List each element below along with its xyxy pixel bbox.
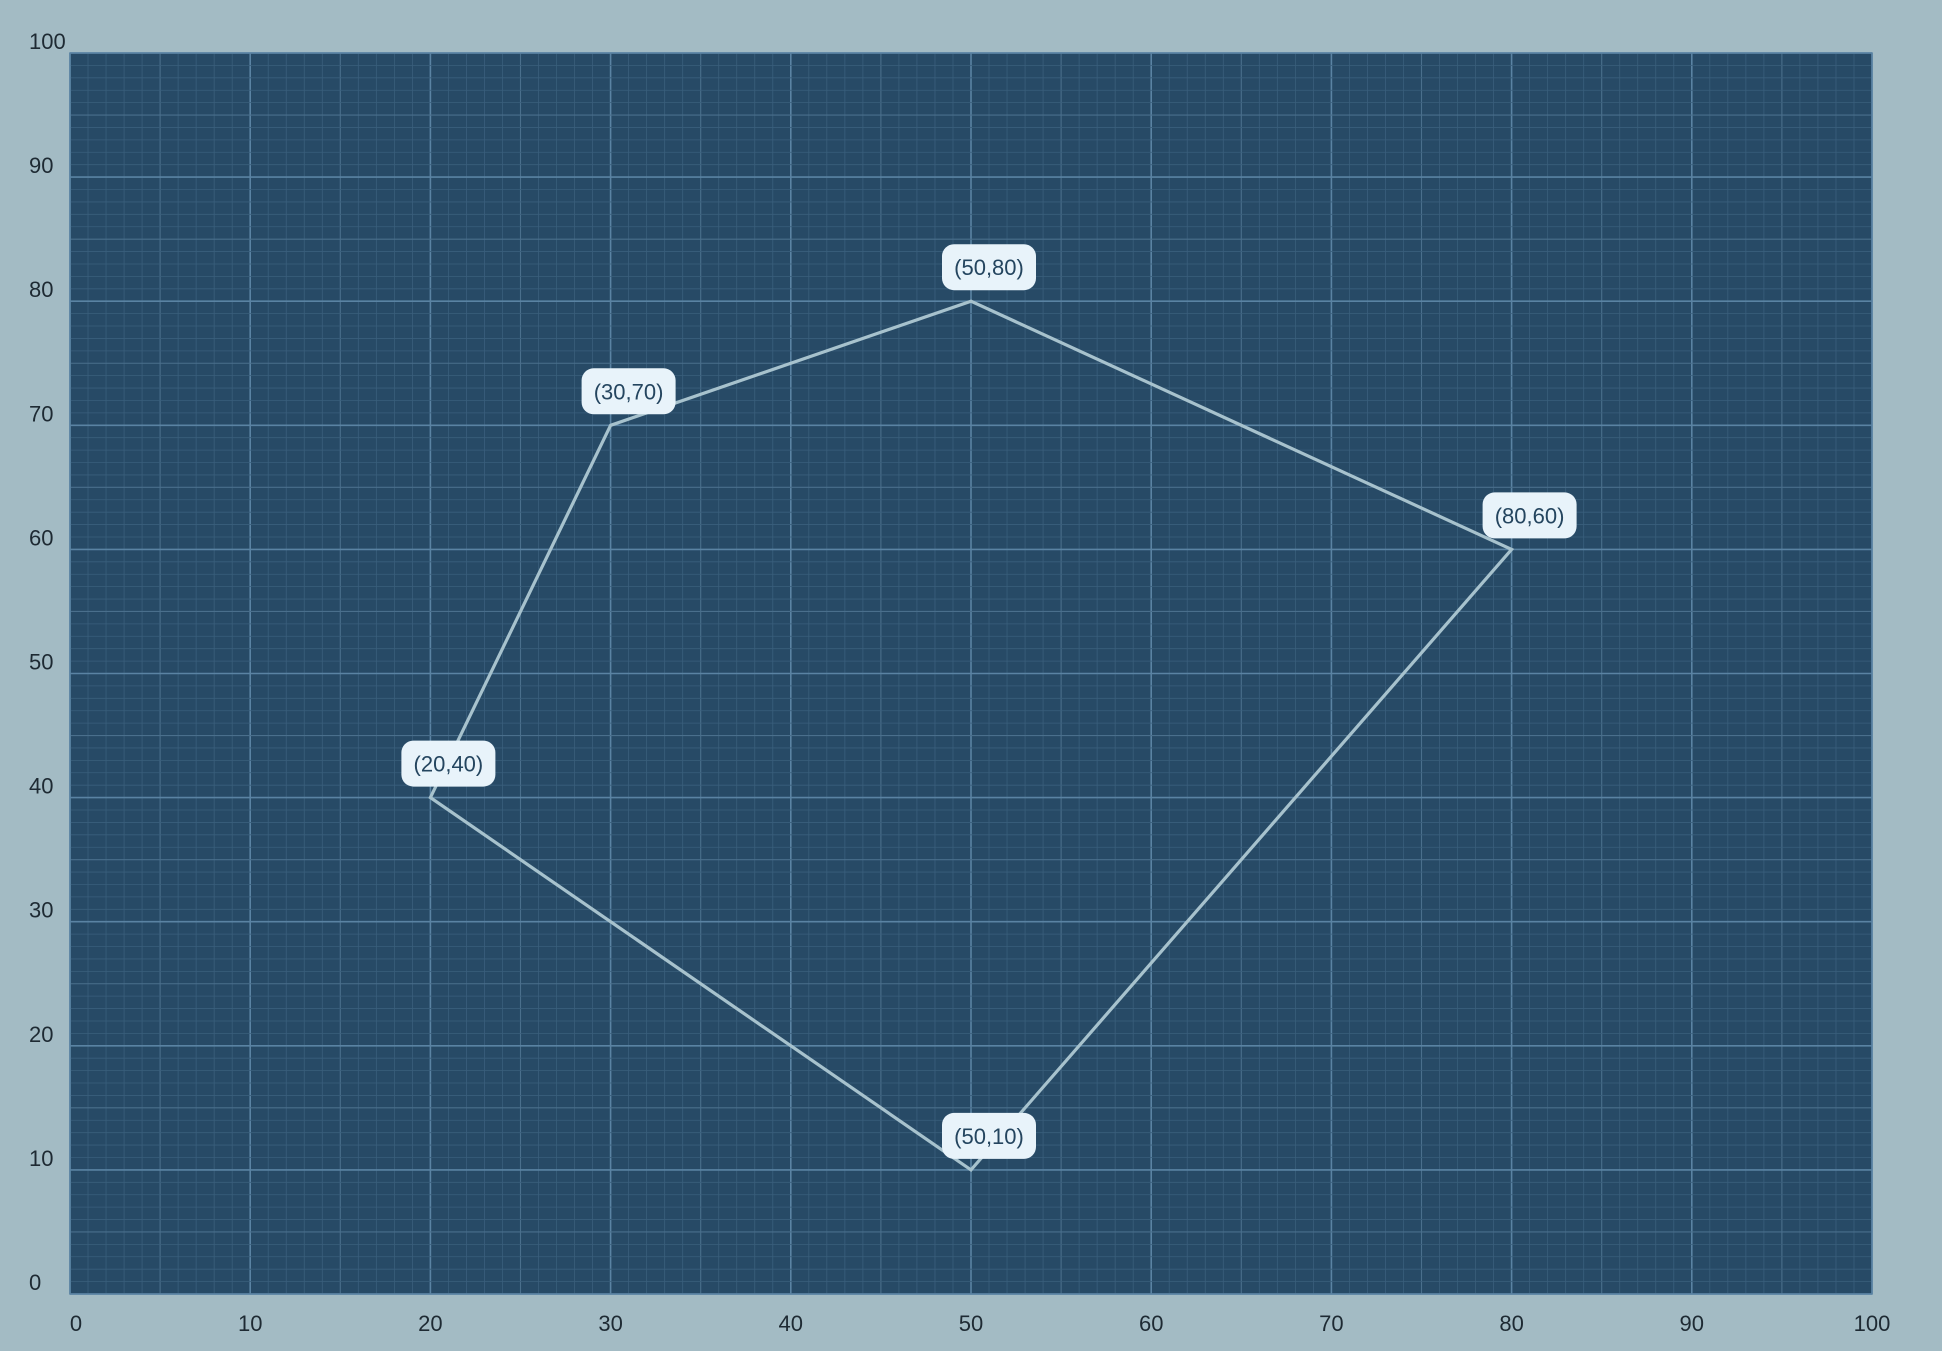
y-tick-label: 10 (29, 1146, 53, 1171)
vertex-label-text: (50,80) (954, 255, 1024, 280)
vertex-label-text: (50,10) (954, 1124, 1024, 1149)
x-tick-label: 50 (959, 1311, 983, 1336)
x-tick-label: 60 (1139, 1311, 1163, 1336)
y-tick-label: 0 (29, 1270, 41, 1295)
vertex-label-box (401, 740, 496, 787)
y-tick-label: 80 (29, 277, 53, 302)
vertex-label-box (1482, 492, 1577, 539)
x-tick-label: 90 (1680, 1311, 1704, 1336)
vertex-label-text: (80,60) (1495, 503, 1565, 528)
vertex-label-box (942, 244, 1036, 291)
vertex-label-text: (20,40) (414, 752, 484, 777)
point-labels: (50,80) (80,60) (50,10) (20,40) (30,70) (401, 244, 1577, 1159)
vertex-label: (50,10) (942, 1112, 1036, 1159)
y-tick-label: 100 (29, 29, 66, 54)
plot-border (69, 52, 1873, 1295)
vertex-label-text: (30,70) (594, 379, 664, 404)
y-tick-label: 20 (29, 1022, 53, 1047)
x-tick-label: 40 (779, 1311, 803, 1336)
axis-tick-labels: 0 10 20 30 40 50 60 70 80 90 100 0 10 20 30 40 50 60 70 80 9… (29, 29, 1890, 1336)
x-tick-label: 0 (70, 1311, 82, 1336)
vertex-label-box (581, 368, 676, 415)
vertex-label: (50,80) (942, 244, 1036, 291)
y-tick-label: 60 (29, 525, 53, 550)
vertex-label: (20,40) (401, 740, 496, 787)
y-tick-label: 40 (29, 774, 53, 799)
vertex-label: (80,60) (1482, 492, 1577, 539)
y-tick-label: 30 (29, 898, 53, 923)
y-tick-label: 70 (29, 401, 53, 426)
y-tick-label: 90 (29, 153, 53, 178)
x-tick-label: 30 (598, 1311, 622, 1336)
x-tick-label: 20 (418, 1311, 442, 1336)
vertex-label-box (942, 1112, 1036, 1159)
x-tick-label: 70 (1319, 1311, 1343, 1336)
x-tick-label: 100 (1854, 1311, 1891, 1336)
vertex-label: (30,70) (581, 368, 676, 415)
grid-lines (69, 52, 1873, 1295)
x-tick-label: 10 (238, 1311, 262, 1336)
x-tick-label: 80 (1499, 1311, 1523, 1336)
y-tick-label: 50 (29, 650, 53, 675)
